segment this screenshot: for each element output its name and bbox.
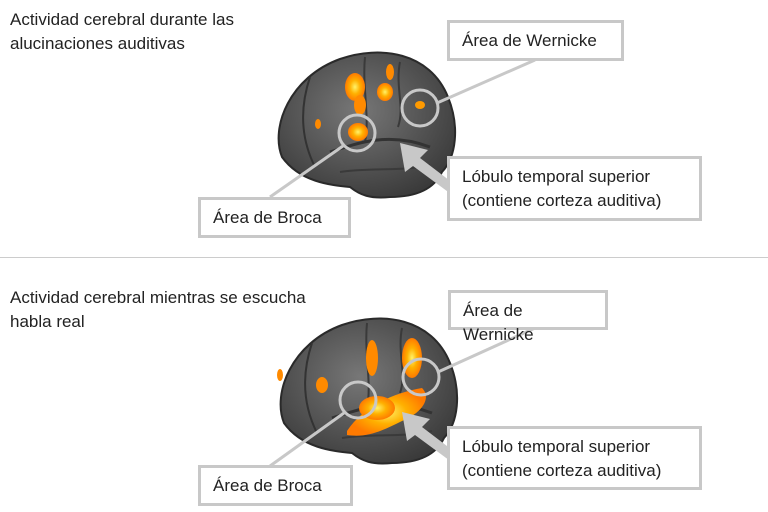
brain-image-hallucinations: [277, 51, 457, 200]
label-wernicke-bottom: Área de Wernicke: [448, 290, 608, 344]
brain-image-real-speech: [277, 317, 459, 466]
label-wernicke-top: Área de Wernicke: [447, 20, 624, 61]
divider: [0, 257, 768, 258]
label-temporal-bottom: Lóbulo temporal superior (contiene corte…: [447, 426, 702, 490]
wernicke-circle-bottom: [401, 357, 441, 397]
label-broca-top: Área de Broca: [198, 197, 351, 238]
temporal-line2: (contiene corteza auditiva): [462, 191, 662, 210]
temporal-line2: (contiene corteza auditiva): [462, 461, 662, 480]
broca-circle-top: [337, 113, 377, 153]
wernicke-circle-top: [400, 88, 440, 128]
annotation-lines: [269, 58, 536, 468]
panel-title-real-speech: Actividad cerebral mientras se escucha h…: [10, 288, 306, 331]
broca-circle-bottom: [338, 380, 378, 420]
temporal-line1: Lóbulo temporal superior: [462, 167, 651, 186]
temporal-arrow-top: [400, 143, 462, 197]
label-temporal-top: Lóbulo temporal superior (contiene corte…: [447, 156, 702, 221]
temporal-line1: Lóbulo temporal superior: [462, 437, 651, 456]
label-broca-bottom: Área de Broca: [198, 465, 353, 506]
panel-title-hallucinations: Actividad cerebral durante las alucinaci…: [10, 10, 234, 53]
